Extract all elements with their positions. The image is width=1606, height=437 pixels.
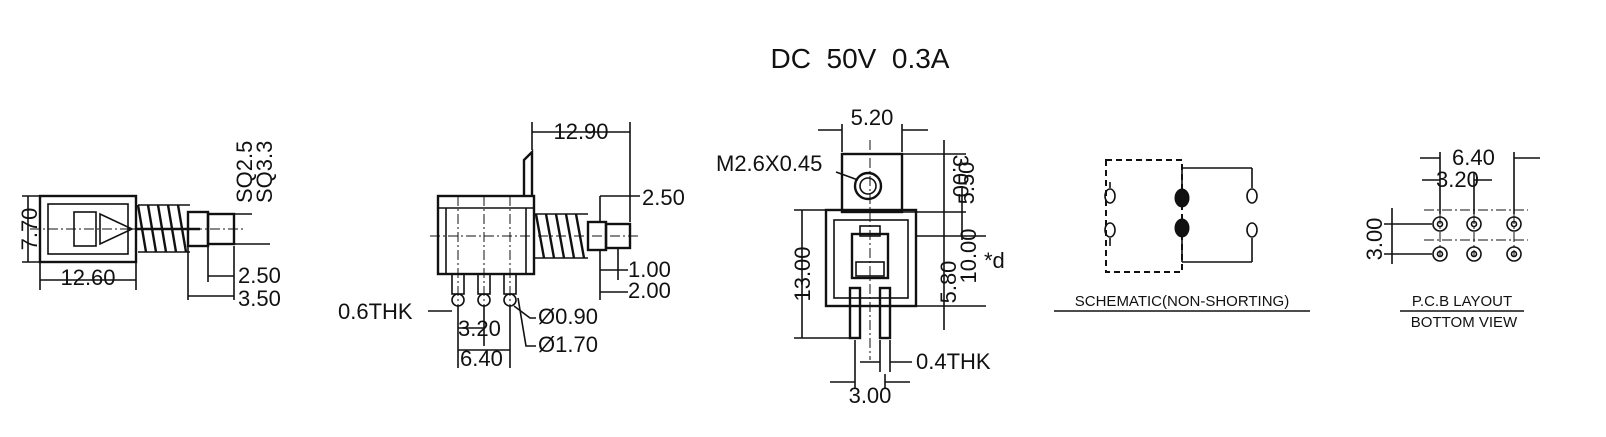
- dim-sq25: SQ2.5: [232, 141, 257, 203]
- dim-sq33: SQ3.3: [252, 141, 277, 203]
- dim-pitch-320: 3.20: [458, 316, 501, 341]
- dim-stem-250: 2.50: [642, 185, 685, 210]
- dim-height-770: 7.70: [17, 208, 42, 251]
- pcb-layout: 6.40 3.20 3.00 P.C.B LAYOUT BOTTOM VIEW: [1362, 145, 1540, 331]
- dim-step-350: 3.50: [238, 286, 281, 311]
- dim-body-1300: 13.00: [790, 246, 815, 301]
- pcb-dim-300: 3.00: [1362, 218, 1387, 261]
- side-view: 7.70 12.60 SQ2.5 SQ3.3 2.50 3.50: [17, 141, 281, 311]
- front-view: 12.90 2.50 1.00 2.00 0.6THK 3.20 6.40 Ø0…: [338, 119, 685, 371]
- dim-overall-1290: 12.90: [553, 119, 608, 144]
- dim-plate-thk: 0.6THK: [338, 299, 413, 324]
- schematic: SCHEMATIC(NON-SHORTING): [1054, 159, 1310, 312]
- end-view: 5.20 M2.6X0.45 3.00 5.50 10.00 *d 5.80 1…: [716, 105, 1005, 408]
- dim-offset-200: 2.00: [628, 278, 671, 303]
- dim-upper-550: 5.50: [954, 162, 979, 205]
- dim-hole-090: Ø0.90: [538, 304, 598, 329]
- schematic-caption: SCHEMATIC(NON-SHORTING): [1075, 293, 1289, 310]
- dim-step-250: 2.50: [238, 263, 281, 288]
- dim-terminal-pitch-300: 3.00: [849, 383, 892, 408]
- pcb-caption-top: P.C.B LAYOUT: [1412, 293, 1512, 310]
- dim-offset-100: 1.00: [628, 257, 671, 282]
- dim-top-300: 3.00: [948, 155, 973, 198]
- dim-mid-1000: 10.00: [956, 228, 981, 283]
- dim-width-520: 5.20: [851, 105, 894, 130]
- pcb-caption-bottom: BOTTOM VIEW: [1411, 314, 1518, 331]
- rating-title: DC 50V 0.3A: [771, 43, 950, 74]
- pcb-dim-640: 6.40: [1452, 145, 1495, 170]
- dim-hole-170: Ø1.70: [538, 332, 598, 357]
- end-plate-outline: [840, 152, 904, 214]
- dim-body-length-1260: 12.60: [60, 265, 115, 290]
- dim-lower-580: 5.80: [936, 261, 961, 304]
- pcb-holes: [1432, 216, 1522, 262]
- dim-d-note: *d: [984, 248, 1005, 273]
- schematic-moving-contact-box: [1105, 159, 1183, 273]
- pcb-dim-320: 3.20: [1436, 167, 1479, 192]
- dim-pitch-640: 6.40: [460, 346, 503, 371]
- dim-screw: M2.6X0.45: [716, 151, 822, 176]
- dim-terminal-thk: 0.4THK: [916, 349, 991, 374]
